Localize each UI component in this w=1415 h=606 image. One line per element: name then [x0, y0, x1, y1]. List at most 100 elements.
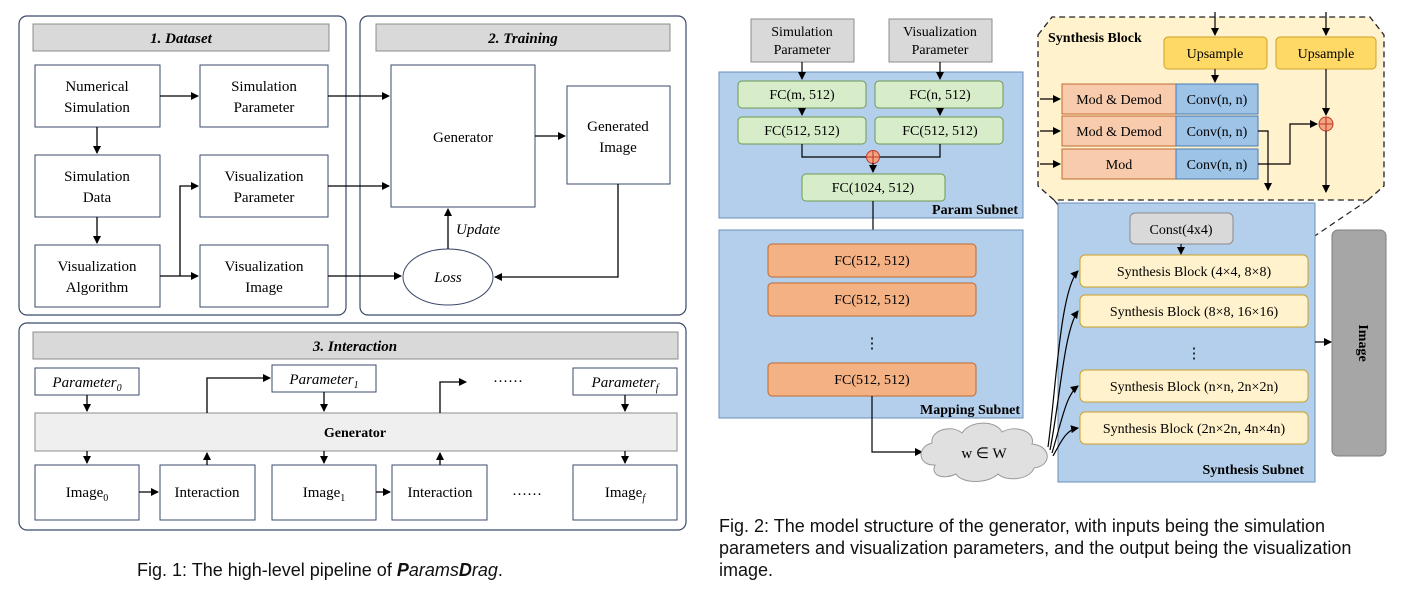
- fc-n-label: FC(n, 512): [909, 88, 971, 103]
- fc-512-b-label: FC(512, 512): [902, 124, 978, 139]
- training-arrows: [328, 92, 619, 281]
- visualization-image-label-2: Image: [245, 280, 283, 296]
- fig2-simulation-parameter-box: [750, 18, 855, 63]
- simulation-data-label-1: Simulation: [64, 169, 130, 185]
- w-latent-label: w ∈ W: [961, 446, 1007, 462]
- synthesis-block-title: Synthesis Block: [1048, 31, 1142, 46]
- mod-label: Mod: [1106, 158, 1132, 173]
- mod-demod-2-label: Mod & Demod: [1076, 125, 1162, 140]
- fig2-visualization-parameter-label-1: Visualization: [903, 25, 977, 40]
- synthesis-block-2: [1079, 294, 1309, 328]
- output-image-label: Image: [1355, 324, 1370, 361]
- conv-1-label: Conv(n, n): [1187, 93, 1248, 108]
- conv-2-label: Conv(n, n): [1187, 125, 1248, 140]
- synthesis-block-1: [1079, 254, 1309, 288]
- synthesis-block-2-label: Synthesis Block (8×8, 16×16): [1110, 305, 1279, 320]
- fc-512-b-box: [874, 116, 1004, 145]
- mod-box: [1061, 148, 1177, 180]
- image-0-label: Image0: [66, 485, 108, 504]
- param-subnet-label: Param Subnet: [932, 203, 1018, 218]
- visualization-algorithm-label-1: Visualization: [57, 259, 137, 275]
- fig1-caption: Fig. 1: The high-level pipeline of Param…: [137, 560, 503, 580]
- synthesis-block-3: [1079, 369, 1309, 403]
- training-title-bar: [375, 23, 671, 52]
- fig2-simulation-parameter-label-2: Parameter: [774, 43, 831, 58]
- synthesis-block-1-label: Synthesis Block (4×4, 8×8): [1117, 265, 1272, 280]
- fc-m-label: FC(m, 512): [769, 88, 835, 103]
- visualization-parameter-label-2: Parameter: [234, 190, 295, 206]
- simulation-parameter-label-1: Simulation: [231, 79, 297, 95]
- mapping-fc-2-box: [767, 282, 977, 317]
- conv-1-box: [1175, 83, 1259, 115]
- fig2-visualization-parameter-label-2: Parameter: [912, 43, 969, 58]
- upsample-2-label: Upsample: [1298, 47, 1355, 62]
- w-to-blocks-arrows: [1047, 270, 1079, 457]
- output-image-box: [1331, 229, 1387, 457]
- interaction-box-2: [391, 464, 488, 521]
- mapping-fc-1-box: [767, 243, 977, 278]
- image-f-label: Imagef: [605, 485, 646, 504]
- visualization-image-box: [199, 244, 329, 308]
- generator-label: Generator: [433, 130, 493, 146]
- mapping-to-w-arrow: [871, 396, 923, 456]
- conv-3-label: Conv(n, n): [1187, 158, 1248, 173]
- conv-2-box: [1175, 115, 1259, 147]
- generator-box: [390, 64, 536, 208]
- numerical-simulation-box: [34, 64, 161, 128]
- w-latent-cloud: [920, 422, 1048, 482]
- interaction-title-bar: [32, 331, 679, 360]
- interaction-ellipsis-bottom: ······: [512, 487, 542, 503]
- synthesis-block-4-label: Synthesis Block (2n×2n, 4n×4n): [1103, 422, 1286, 437]
- simulation-parameter-box: [199, 64, 329, 128]
- parameter-f-label: Parameterf: [591, 375, 660, 394]
- fig2-visualization-parameter-box: [888, 18, 993, 63]
- const-label: Const(4x4): [1150, 223, 1213, 238]
- training-title: 2. Training: [487, 31, 558, 47]
- mapping-subnet-label: Mapping Subnet: [920, 403, 1020, 418]
- generated-image-label-1: Generated: [587, 119, 649, 135]
- interaction-generator-bar: [34, 412, 678, 452]
- interaction-arrows: [83, 374, 629, 496]
- parameter-0-label: Parameter0: [51, 375, 121, 394]
- fc-1024-label: FC(1024, 512): [832, 181, 915, 196]
- parameter-1-label: Parameter1: [288, 372, 358, 391]
- synthesis-dots: ⋮: [1187, 346, 1202, 362]
- visualization-parameter-label-1: Visualization: [224, 169, 304, 185]
- synthesis-add-icon-cross: [1319, 117, 1333, 131]
- concat-plus-icon-cross: [867, 151, 879, 163]
- image-1-label: Image1: [303, 485, 345, 504]
- mapping-fc-1-label: FC(512, 512): [834, 254, 910, 269]
- parameter-1-box: [271, 364, 377, 393]
- fc-512-a-label: FC(512, 512): [764, 124, 840, 139]
- numerical-simulation-label-1: Numerical: [65, 79, 128, 95]
- simulation-data-box: [34, 154, 161, 218]
- mapping-dots: ⋮: [865, 336, 880, 352]
- synthesis-block-arrows: [1040, 12, 1330, 193]
- interaction-label-2: Interaction: [408, 485, 473, 501]
- simulation-data-label-2: Data: [83, 190, 112, 206]
- generated-image-box: [566, 85, 671, 185]
- mod-demod-1-label: Mod & Demod: [1076, 93, 1162, 108]
- loss-label: Loss: [433, 270, 462, 286]
- interaction-title: 3. Interaction: [312, 339, 397, 355]
- visualization-image-label-1: Visualization: [224, 259, 304, 275]
- fig2-caption: Fig. 2: The model structure of the gener…: [719, 516, 1352, 580]
- generated-image-label-2: Image: [599, 140, 637, 156]
- synthesis-block-4: [1079, 411, 1309, 445]
- update-label: Update: [456, 222, 501, 238]
- visualization-algorithm-box: [34, 244, 161, 308]
- dataset-arrows: [93, 92, 199, 280]
- dataset-title-bar: [32, 23, 330, 52]
- fig2-simulation-parameter-label-1: Simulation: [771, 25, 832, 40]
- image-1-box: [271, 464, 377, 521]
- visualization-parameter-box: [199, 154, 329, 218]
- interaction-ellipsis-top: ······: [493, 374, 523, 390]
- synthesis-block-3-label: Synthesis Block (n×n, 2n×2n): [1110, 380, 1279, 395]
- image-f-box: [572, 464, 678, 521]
- synthesis-subnet-label: Synthesis Subnet: [1202, 463, 1304, 478]
- simulation-parameter-label-2: Parameter: [234, 100, 295, 116]
- image-0-box: [34, 464, 140, 521]
- interaction-label-1: Interaction: [175, 485, 240, 501]
- mapping-fc-2-label: FC(512, 512): [834, 293, 910, 308]
